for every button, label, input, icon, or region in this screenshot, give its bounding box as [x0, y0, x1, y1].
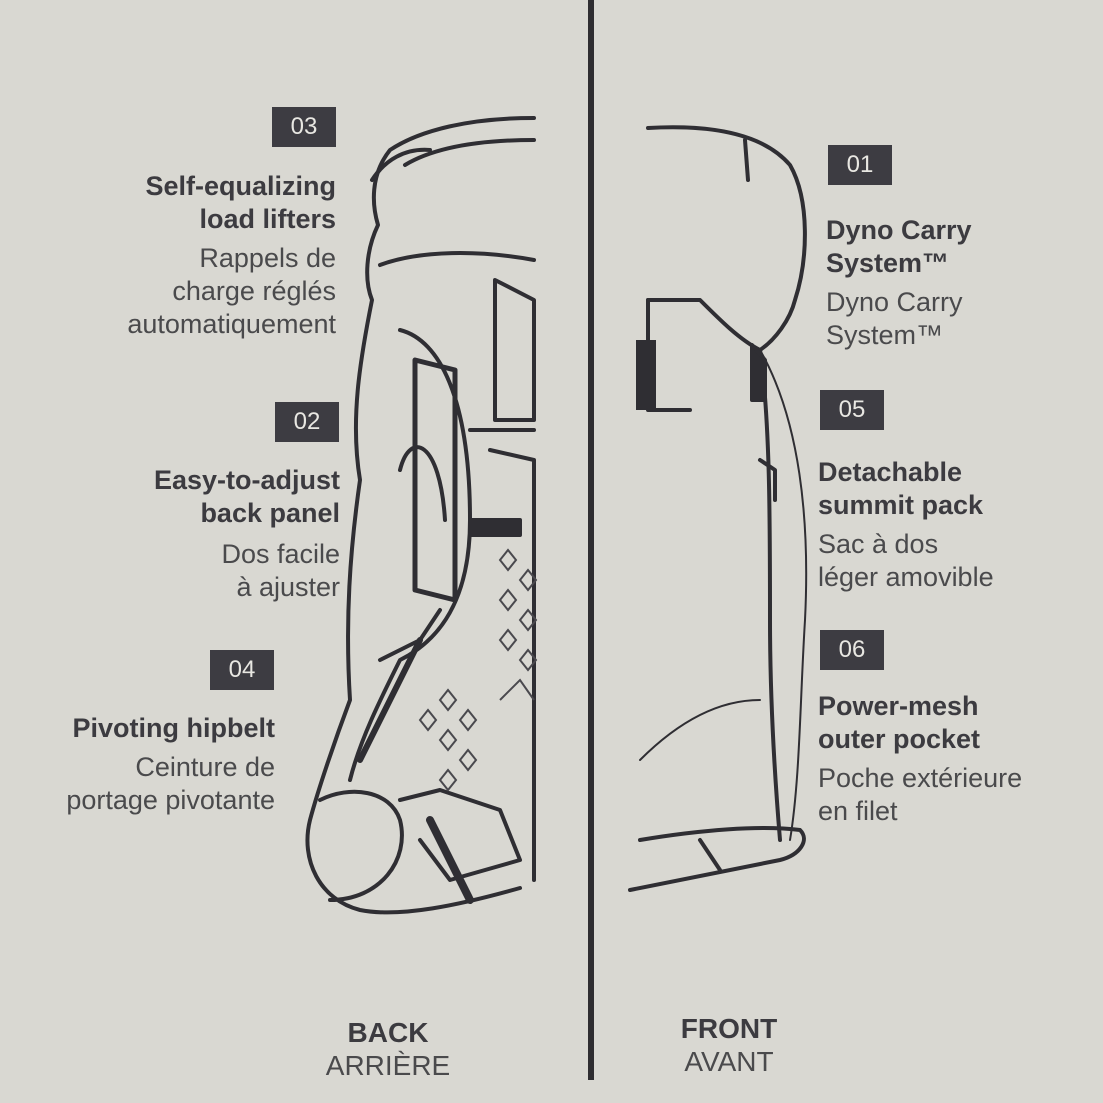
feature-number-badge: 02	[275, 402, 339, 442]
feature-number-badge: 01	[828, 145, 892, 185]
backpack-back-view	[305, 116, 536, 915]
backpack-front-view	[628, 125, 808, 892]
feature-number-badge: 05	[820, 390, 884, 430]
front-view-caption: FRONT AVANT	[680, 1013, 778, 1077]
back-view-caption: BACK ARRIÈRE	[325, 1017, 451, 1081]
feature-number-badge: 04	[210, 650, 274, 690]
feature-number-badge: 03	[272, 107, 336, 147]
mesh-pattern	[418, 548, 538, 792]
brand-logo	[636, 340, 656, 410]
feature-number-badge: 06	[820, 630, 884, 670]
feature-title: Pivoting hipbelt	[72, 713, 276, 743]
